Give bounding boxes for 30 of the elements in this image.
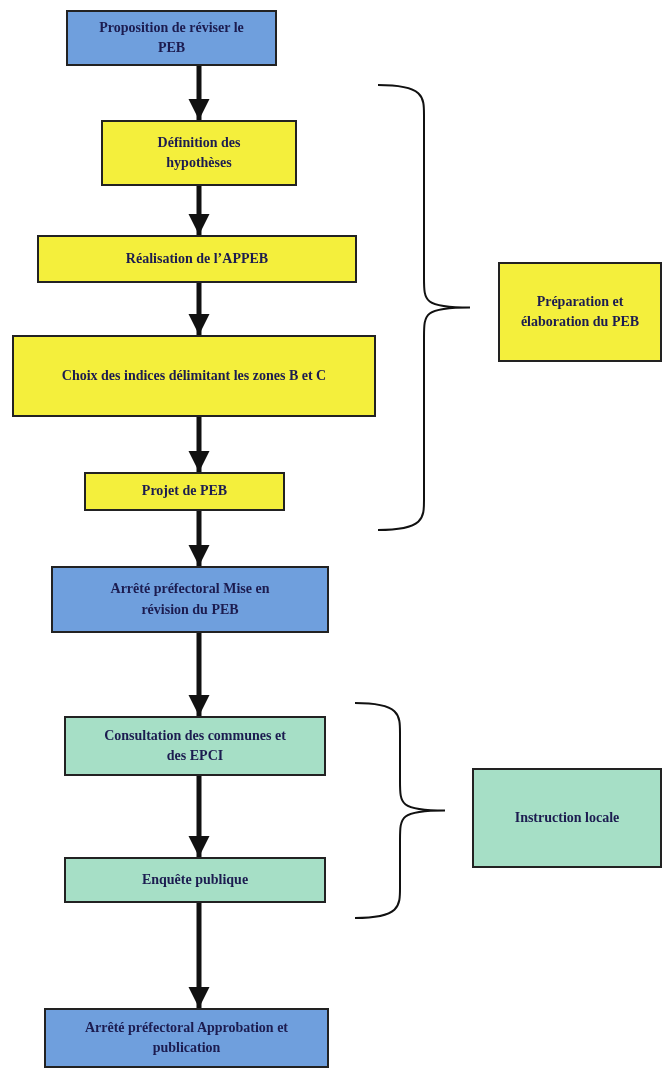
box-label: Enquête publique: [141, 870, 249, 889]
process-box: [64, 716, 326, 776]
process-box: [472, 768, 662, 868]
arrow: [188, 283, 210, 335]
box-label: Préparation et élaboration du PEB: [519, 292, 641, 331]
process-box: [44, 1008, 329, 1068]
process-box: [498, 262, 662, 362]
arrow: [188, 66, 210, 120]
box-label: Définition des hypothèses: [156, 133, 242, 172]
arrow: [188, 417, 210, 472]
box-label: Réalisation de l’APPEB: [125, 249, 269, 268]
box-label: Proposition de réviser le PEB: [98, 18, 245, 57]
process-box: [101, 120, 297, 186]
process-box: [64, 857, 326, 903]
box-label: Arrêté préfectoral Mise en révision du PEB: [109, 580, 271, 619]
box-label: Instruction locale: [514, 808, 620, 827]
box-label: Arrêté préfectoral Approbation et publication: [83, 1018, 290, 1057]
arrow: [188, 903, 210, 1008]
box-label: Consultation des communes et des EPCI: [103, 726, 287, 765]
arrow: [188, 511, 210, 566]
arrow: [188, 186, 210, 235]
arrow: [188, 776, 210, 857]
process-box: [12, 335, 376, 417]
box-label: Projet de PEB: [141, 482, 228, 501]
process-box: [51, 566, 329, 633]
process-box: [84, 472, 285, 511]
box-label: Choix des indices délimitant les zones B et C: [61, 366, 327, 385]
process-box: [37, 235, 357, 283]
process-box: [66, 10, 277, 66]
arrow: [188, 633, 210, 716]
